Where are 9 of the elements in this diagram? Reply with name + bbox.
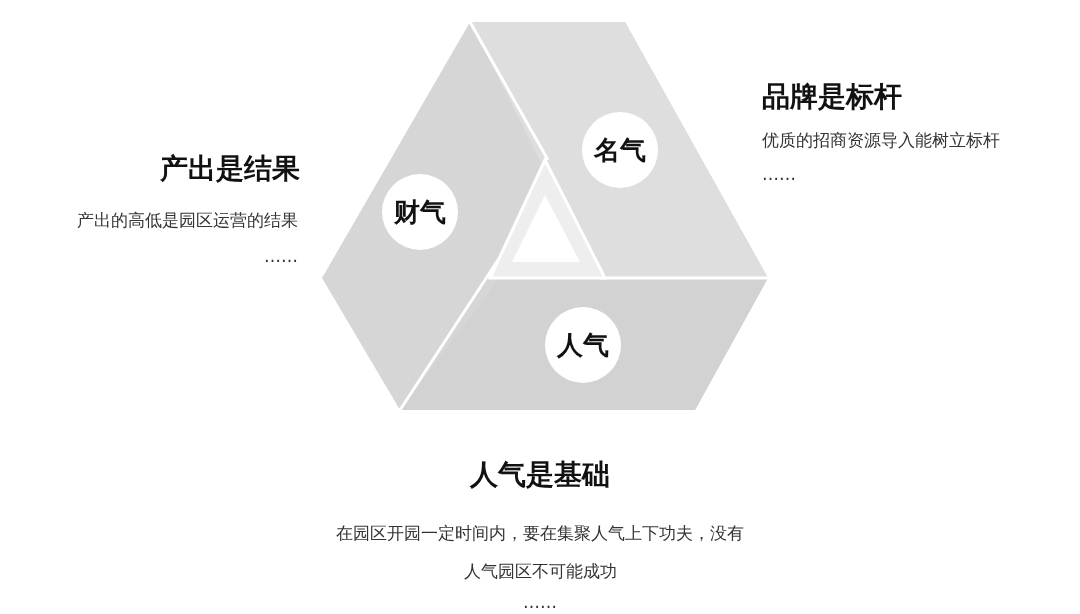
description-text: 优质的招商资源导入能树立标杆 <box>762 129 1001 152</box>
ellipsis-text: …… <box>263 245 298 268</box>
description-text: 在园区开园一定时间内，要在集聚人气上下功夫，没有人气园区不可能成功 <box>335 522 745 583</box>
heading-text: 品牌是标杆 <box>762 79 903 115</box>
description-text: 产出的高低是园区运营的结果 <box>76 209 298 232</box>
heading-text: 人气是基础 <box>469 457 611 493</box>
ellipsis-text: …… <box>762 163 797 186</box>
heading-text: 产出是结果 <box>159 151 300 187</box>
ellipsis-text: …… <box>522 591 558 614</box>
